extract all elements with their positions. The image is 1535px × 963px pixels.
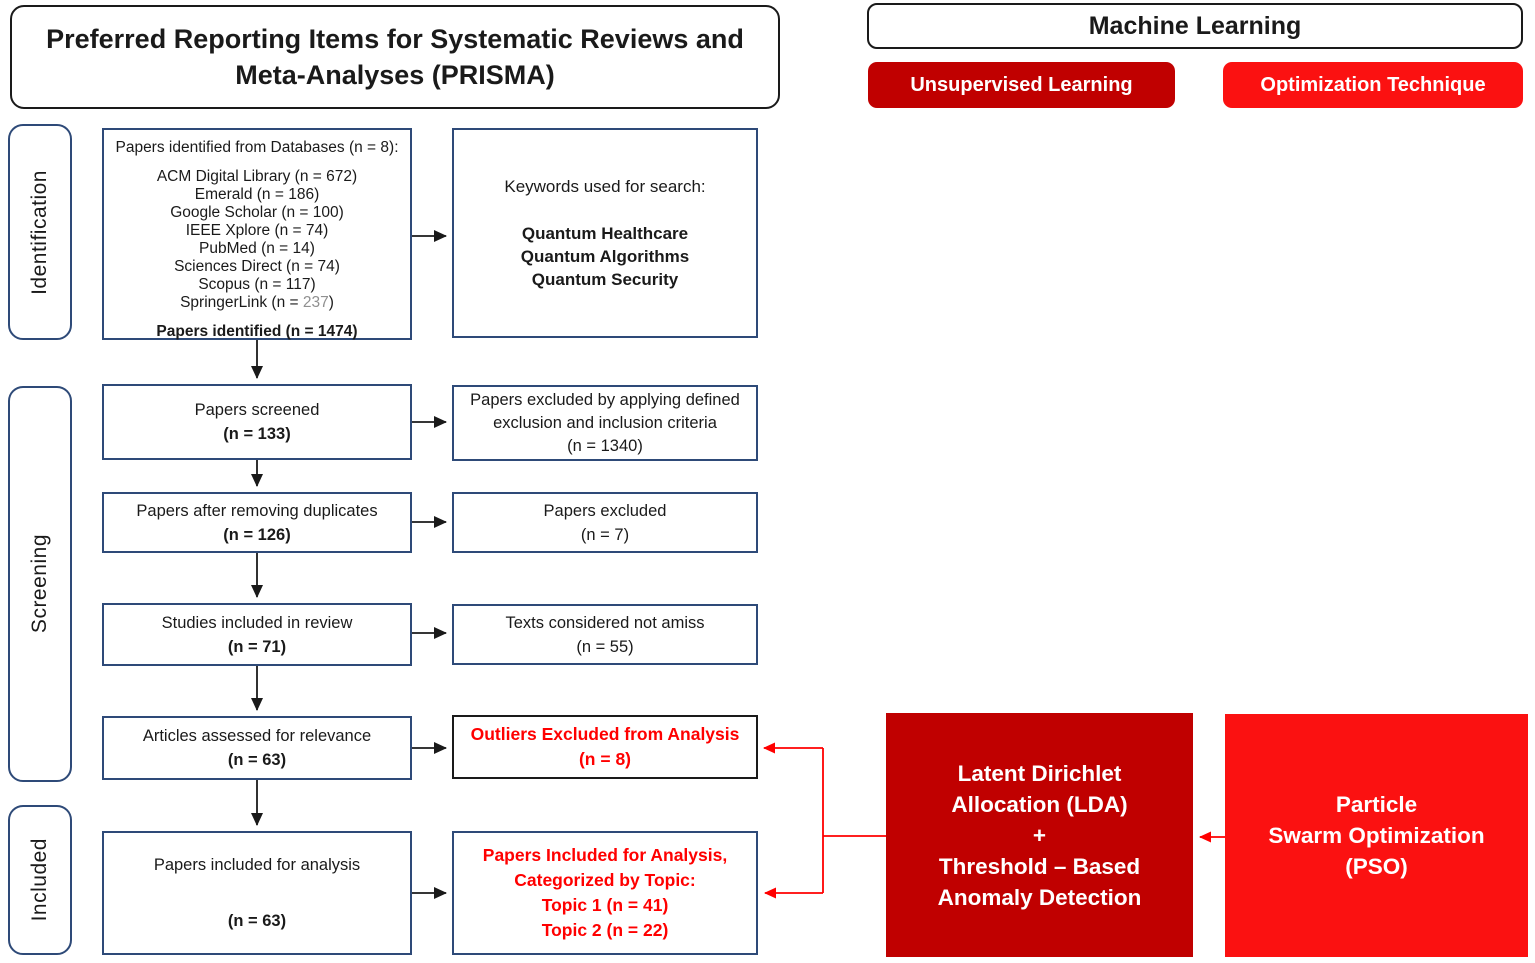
papers-screened-box: Papers screened (n = 133) (102, 384, 412, 460)
texts-not-amiss-line1: Texts considered not amiss (505, 613, 705, 632)
topics-box: Papers Included for Analysis, Categorize… (452, 831, 758, 955)
prisma-title: Preferred Reporting Items for Systematic… (46, 24, 744, 90)
source-line: IEEE Xplore (n = 74) (185, 222, 329, 239)
springer-prefix: SpringerLink (n = (180, 294, 303, 311)
source-line: Sciences Direct (n = 74) (174, 258, 340, 275)
stage-identification-label: Identification (28, 169, 51, 295)
papers-excluded-box: Papers excluded (n = 7) (452, 492, 758, 553)
keywords-box: Keywords used for search: Quantum Health… (452, 128, 758, 338)
duplicates-removed-count: (n = 126) (223, 525, 291, 544)
articles-assessed-box: Articles assessed for relevance (n = 63) (102, 716, 412, 780)
papers-screened-line1: Papers screened (194, 401, 320, 419)
studies-included-box: Studies included in review (n = 71) (102, 603, 412, 666)
outliers-excluded-count: (n = 8) (578, 749, 632, 769)
texts-not-amiss-count: (n = 55) (576, 637, 634, 656)
pso-box: Particle Swarm Optimization (PSO) (1225, 714, 1528, 957)
ml-header: Machine Learning (1088, 11, 1302, 40)
source-line: Scopus (n = 117) (198, 276, 316, 293)
papers-excluded-line1: Papers excluded (543, 501, 667, 520)
pso-line1: Particle (1335, 792, 1418, 817)
ml-header-box: Machine Learning (867, 3, 1523, 49)
prisma-title-box: Preferred Reporting Items for Systematic… (10, 5, 780, 109)
texts-not-amiss-box: Texts considered not amiss (n = 55) (452, 604, 758, 665)
lda-line2: Allocation (LDA) (951, 791, 1128, 817)
keyword: Quantum Algorithms (520, 247, 690, 266)
topics-line3: Topic 1 (n = 41) (541, 895, 669, 915)
keyword: Quantum Healthcare (521, 224, 689, 243)
topics-line2: Categorized by Topic: (514, 870, 696, 890)
pso-line3: (PSO) (1345, 854, 1408, 879)
stage-screening-label: Screening (28, 534, 51, 634)
papers-excluded-criteria-count: (n = 1340) (567, 436, 643, 455)
papers-excluded-criteria-line1: Papers excluded by applying defined excl… (470, 390, 740, 432)
springer-suffix: ) (328, 294, 334, 311)
source-line: ACM Digital Library (n = 672) (156, 168, 358, 185)
topics-line4: Topic 2 (n = 22) (541, 920, 669, 940)
papers-screened-count: (n = 133) (223, 425, 291, 443)
source-line: Emerald (n = 186) (194, 186, 320, 203)
lda-plus: + (1032, 822, 1047, 848)
connector-lda-branch (822, 748, 886, 893)
optimization-technique-label: Optimization Technique (1260, 73, 1486, 96)
springer-count: 237 (302, 294, 329, 311)
articles-assessed-line1: Articles assessed for relevance (142, 727, 372, 745)
lda-line4: Threshold – Based (938, 853, 1141, 879)
source-line-springer: SpringerLink (n = 237) (180, 294, 334, 312)
pso-line2: Swarm Optimization (1268, 823, 1485, 848)
keyword: Quantum Security (531, 270, 679, 289)
source-line: Google Scholar (n = 100) (170, 204, 344, 221)
duplicates-removed-box: Papers after removing duplicates (n = 12… (102, 492, 412, 553)
stage-identification: Identification (8, 124, 72, 340)
topics-line1: Papers Included for Analysis, (482, 845, 728, 865)
stage-included-label: Included (28, 838, 51, 922)
papers-identified-total: Papers identified (n = 1474) (156, 323, 358, 340)
source-line: PubMed (n = 14) (199, 240, 315, 257)
papers-excluded-criteria-box: Papers excluded by applying defined excl… (452, 385, 758, 461)
outliers-excluded-box: Outliers Excluded from Analysis (n = 8) (452, 715, 758, 779)
lda-line1: Latent Dirichlet (957, 760, 1122, 786)
unsupervised-learning-badge: Unsupervised Learning (868, 62, 1175, 108)
duplicates-removed-line1: Papers after removing duplicates (136, 501, 378, 520)
papers-excluded-count: (n = 7) (580, 525, 630, 544)
studies-included-count: (n = 71) (227, 637, 287, 656)
papers-for-analysis-box: Papers included for analysis (n = 63) (102, 831, 412, 955)
articles-assessed-count: (n = 63) (227, 751, 287, 769)
sources-heading: Papers identified from Databases (n = 8)… (115, 139, 399, 156)
lda-box: Latent Dirichlet Allocation (LDA) + Thre… (886, 713, 1193, 957)
papers-for-analysis-count: (n = 63) (227, 912, 287, 930)
outliers-excluded-line1: Outliers Excluded from Analysis (470, 724, 740, 744)
lda-line5: Anomaly Detection (937, 884, 1142, 910)
papers-identified-box: Papers identified from Databases (n = 8)… (102, 128, 412, 340)
studies-included-line1: Studies included in review (161, 613, 353, 632)
unsupervised-learning-label: Unsupervised Learning (910, 73, 1133, 96)
optimization-technique-badge: Optimization Technique (1223, 62, 1523, 108)
papers-for-analysis-line1: Papers included for analysis (153, 856, 361, 874)
stage-included: Included (8, 805, 72, 955)
keywords-heading: Keywords used for search: (504, 177, 706, 196)
stage-screening: Screening (8, 386, 72, 782)
